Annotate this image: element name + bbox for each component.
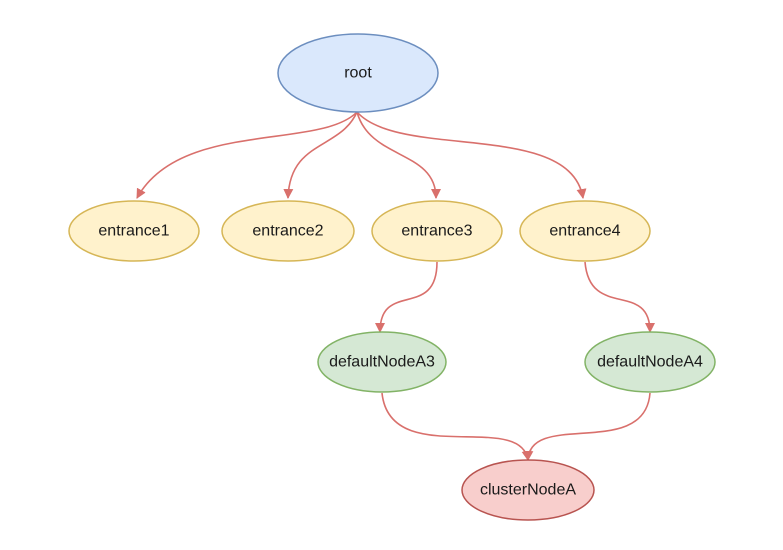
node-entrance2: entrance2 xyxy=(221,200,355,262)
node-clusterNodeA: clusterNodeA xyxy=(461,459,595,521)
node-defaultNodeA3: defaultNodeA3 xyxy=(317,331,447,393)
node-defaultNodeA4: defaultNodeA4 xyxy=(584,331,716,393)
edge-entrance3-defaultNodeA3 xyxy=(375,261,438,333)
node-label: entrance4 xyxy=(549,223,620,240)
node-entrance3: entrance3 xyxy=(371,200,503,262)
node-entrance1: entrance1 xyxy=(68,200,200,262)
node-shape xyxy=(221,200,355,262)
node-shape xyxy=(277,33,439,113)
node-shape xyxy=(519,200,651,262)
node-root: root xyxy=(277,33,439,113)
node-label: entrance2 xyxy=(252,223,323,240)
node-label: root xyxy=(344,65,372,82)
edge-entrance4-defaultNodeA4 xyxy=(584,261,655,333)
edge-root-entrance2 xyxy=(283,111,358,199)
node-shape xyxy=(68,200,200,262)
edge-defaultNodeA3-clusterNodeA xyxy=(381,392,532,461)
node-shape xyxy=(461,459,595,521)
node-label: defaultNodeA4 xyxy=(597,354,703,371)
edges xyxy=(136,111,655,461)
node-shape xyxy=(584,331,716,393)
node-shape xyxy=(371,200,503,262)
node-label: entrance3 xyxy=(401,223,472,240)
node-entrance4: entrance4 xyxy=(519,200,651,262)
node-shape xyxy=(317,331,447,393)
node-label: entrance1 xyxy=(98,223,169,240)
edge-root-entrance3 xyxy=(356,111,441,199)
node-label: clusterNodeA xyxy=(480,482,576,499)
edge-root-entrance4 xyxy=(356,111,587,199)
edge-root-entrance1 xyxy=(136,111,358,199)
node-label: defaultNodeA3 xyxy=(329,354,435,371)
edge-defaultNodeA4-clusterNodeA xyxy=(523,392,651,461)
